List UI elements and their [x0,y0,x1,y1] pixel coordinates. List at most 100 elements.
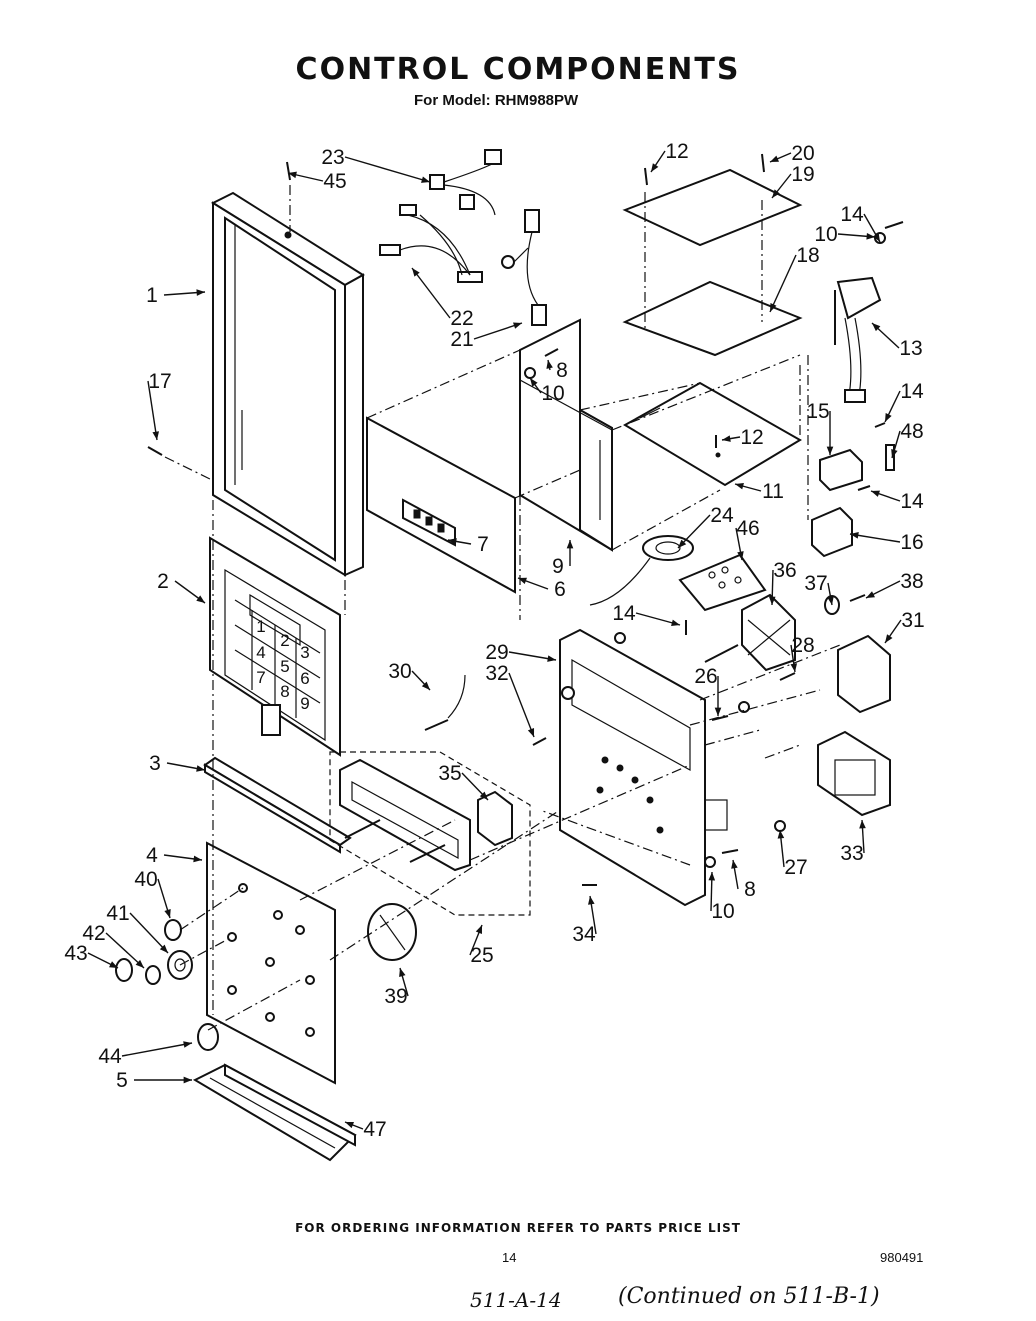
callout-27: 27 [784,856,807,879]
callout-9: 9 [552,555,564,578]
keypad-key-8: 8 [280,682,289,701]
callout-12: 12 [740,426,763,449]
callout-28: 28 [791,634,814,657]
callout-19: 19 [791,163,814,186]
part-23-wire-harness [429,149,502,216]
handwritten-reference: 511-A-14 [470,1288,562,1312]
leader-arrowhead-1 [196,289,205,296]
leader-line-44 [121,1042,193,1057]
leader-arrowhead-14 [671,619,680,626]
callout-1: 1 [146,284,158,307]
callout-37: 37 [804,572,827,595]
leader-line-16 [849,533,901,543]
callout-10: 10 [711,900,734,923]
part-9-bracket [519,318,613,552]
callout-11: 11 [762,480,784,503]
keypad-key-1: 1 [256,617,265,636]
leader-arrowhead-14 [871,490,880,497]
leader-arrowhead-15 [826,446,834,455]
leader-arrowhead-23 [421,176,430,183]
leader-line-41 [129,912,169,954]
leader-arrowhead-18 [770,303,777,312]
leader-arrowhead-29 [547,655,556,662]
callout-14: 14 [900,490,924,513]
callout-33: 33 [840,842,863,865]
leader-arrowhead-41 [159,944,168,953]
callout-23: 23 [321,146,344,169]
leader-arrowhead-36 [768,596,776,605]
part-40-knob-nut [164,919,182,941]
callout-35: 35 [438,762,461,785]
leader-arrowhead-10 [708,872,716,881]
keypad-key-7: 7 [256,668,265,687]
keypad-key-4: 4 [256,643,265,662]
part-33-transformer [817,730,891,817]
leader-arrowhead-42 [135,959,144,968]
callout-20: 20 [791,142,814,165]
leader-arrowhead-33 [859,820,866,829]
keypad-key-2: 2 [280,631,289,650]
part-29-chassis-plate [559,628,728,907]
part-44-knob [197,1023,219,1051]
callout-7: 7 [477,533,489,556]
callout-13: 13 [899,337,922,360]
callout-21: 21 [450,328,473,351]
assembly-lines [164,185,841,1031]
leader-arrowhead-7 [448,538,457,545]
ordering-note: FOR ORDERING INFORMATION REFER TO PARTS … [295,1221,741,1235]
keypad-key-6: 6 [300,669,309,688]
callout-16: 16 [900,531,923,554]
handwritten-continued-note: (Continued on 511-B-1) [618,1284,880,1309]
leader-arrowhead-11 [735,482,744,490]
leader-line-17 [147,380,158,441]
page-number: 14 [502,1250,517,1265]
page-title: CONTROL COMPONENTS [295,52,741,87]
part-5-base-trim [192,1063,357,1162]
callout-30: 30 [388,660,411,683]
leader-arrowhead-28 [790,663,798,672]
leader-arrowhead-8 [731,860,738,869]
callout-43: 43 [64,942,87,965]
leader-arrowhead-44 [183,1041,192,1048]
leader-line-18 [769,254,797,313]
leader-arrowhead-8 [546,360,553,369]
leader-arrows [87,150,902,1130]
leader-arrowhead-31 [885,634,893,643]
part-30-probe [424,674,466,731]
leader-arrowhead-12 [651,163,659,172]
part-18-insulator-plate [622,192,803,357]
callout-14: 14 [840,203,864,226]
leader-arrowhead-47 [345,1121,354,1129]
callout-25: 25 [470,944,493,967]
part-13-connector [834,276,882,403]
callout-24: 24 [710,504,734,527]
callout-18: 18 [796,244,819,267]
leader-arrowhead-10 [530,378,538,387]
part-46-membrane-switch [678,553,767,612]
callout-40: 40 [134,868,157,891]
leader-arrowhead-12 [722,435,731,442]
callout-26: 26 [694,665,717,688]
leader-arrowhead-16 [850,532,859,539]
part-31-capacitor [837,634,891,714]
part-3-trim-strip [203,756,352,854]
leader-arrowhead-46 [737,551,744,560]
keypad-key-5: 5 [280,657,289,676]
callout-41: 41 [106,902,129,925]
callout-29: 29 [485,641,508,664]
callout-2: 2 [157,570,169,593]
callout-42: 42 [82,922,105,945]
leader-line-21 [473,322,523,340]
leader-arrowhead-19 [772,189,780,198]
document-code: 980491 [880,1250,924,1265]
part-43-clip [115,958,133,982]
part-39-timer-dial [367,903,417,961]
callout-12: 12 [665,140,688,163]
keypad-key-3: 3 [300,643,309,662]
leader-arrowhead-3 [196,765,205,772]
callout-36: 36 [773,559,796,582]
leader-arrowhead-43 [109,961,118,968]
